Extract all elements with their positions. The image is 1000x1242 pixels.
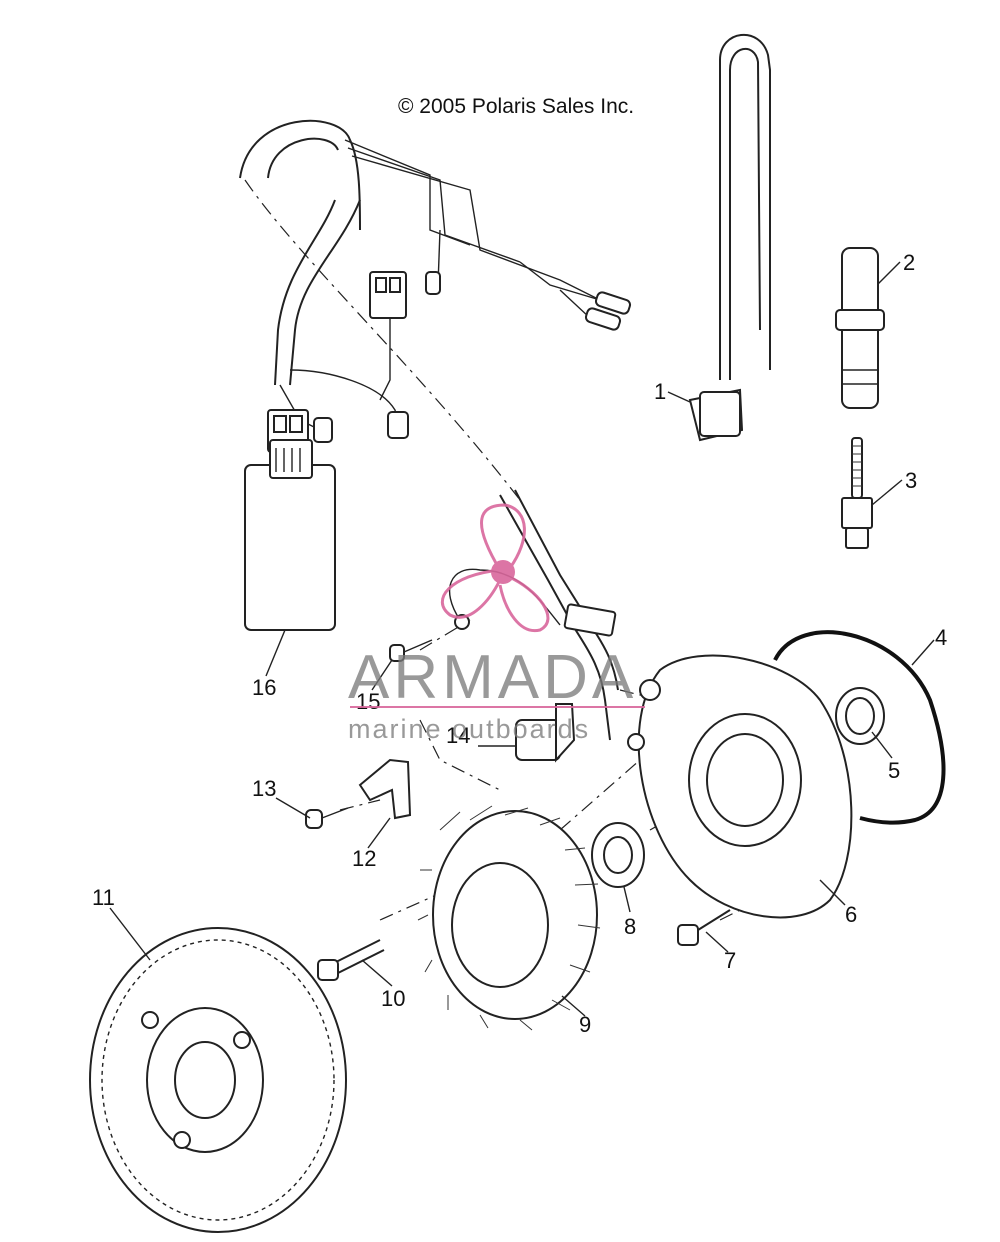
armada-watermark: ARMADA marine outboards	[348, 503, 645, 744]
callout-7: 7	[724, 948, 736, 973]
callout-9: 9	[579, 1012, 591, 1037]
callout-12: 12	[352, 846, 376, 871]
callout-15: 15	[356, 689, 380, 714]
ignition-coil-and-lead	[688, 33, 885, 442]
callout-11: 11	[92, 885, 115, 910]
watermark-tagline: marine outboards	[348, 714, 590, 744]
spark-plug	[841, 437, 873, 549]
long-bolt-10	[317, 939, 385, 981]
callout-10: 10	[381, 986, 405, 1011]
callout-3: 3	[905, 468, 917, 493]
callout-2: 2	[903, 250, 915, 275]
callout-13: 13	[252, 776, 276, 801]
watermark-brand: ARMADA	[348, 643, 637, 712]
stator	[417, 805, 601, 1031]
callout-16: 16	[252, 675, 276, 700]
callout-1: 1	[654, 379, 666, 404]
cdi-module-harness	[239, 119, 632, 631]
callout-6: 6	[845, 902, 857, 927]
stator-plate-assembly	[627, 630, 946, 919]
callout-4: 4	[935, 625, 947, 650]
callout-8: 8	[624, 914, 636, 939]
copyright-text: © 2005 Polaris Sales Inc.	[398, 95, 634, 118]
callout-14: 14	[446, 723, 470, 748]
propeller-logo-icon	[440, 503, 550, 633]
callout-labels: 1 2 3 4 5 6 7 8 9 10 11 12 13 14 15 16	[92, 250, 947, 1037]
bolt-7	[677, 909, 731, 946]
oil-seal	[591, 822, 645, 888]
bracket-and-screw	[305, 758, 412, 829]
pickup-sensor	[449, 489, 619, 763]
flywheel	[89, 927, 347, 1233]
callout-leaders	[109, 261, 935, 1017]
callout-5: 5	[888, 758, 900, 783]
screw-15	[389, 639, 433, 662]
